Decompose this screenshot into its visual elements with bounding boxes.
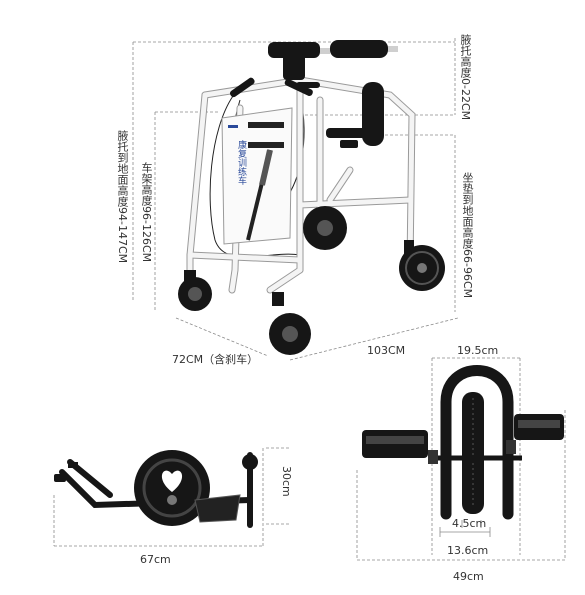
- pedal-tire-width-label: 4.5cm: [452, 517, 487, 530]
- seat-to-ground-label: 坐垫到地面高度66-96CM: [461, 172, 474, 299]
- frame-sticker-text: 康复训练车: [236, 140, 246, 185]
- frame-height-label: 车架高度96-126CM: [140, 162, 153, 263]
- walker-wheels: [178, 206, 445, 355]
- length-label: 103CM: [367, 344, 406, 357]
- pedal-inner-width-label: 13.6cm: [447, 544, 489, 557]
- pedal-top-width-label: 19.5cm: [457, 344, 499, 357]
- armrest-height-label: 腋托高度0-22CM: [459, 34, 472, 121]
- armrest-to-ground-label: 腋托到地面高度94-147CM: [116, 130, 129, 264]
- rehab-walker: [178, 40, 445, 355]
- pedal-side-height-label: 30cm: [280, 466, 293, 497]
- dimension-lines: [53, 38, 566, 561]
- pedal-side-length-label: 67cm: [140, 553, 171, 566]
- pedal-total-width-label: 49cm: [453, 570, 484, 583]
- pedal-side-view: [54, 450, 258, 528]
- width-with-brake-label: 72CM（含刹车）: [172, 353, 259, 366]
- pedal-front-view: [362, 365, 564, 520]
